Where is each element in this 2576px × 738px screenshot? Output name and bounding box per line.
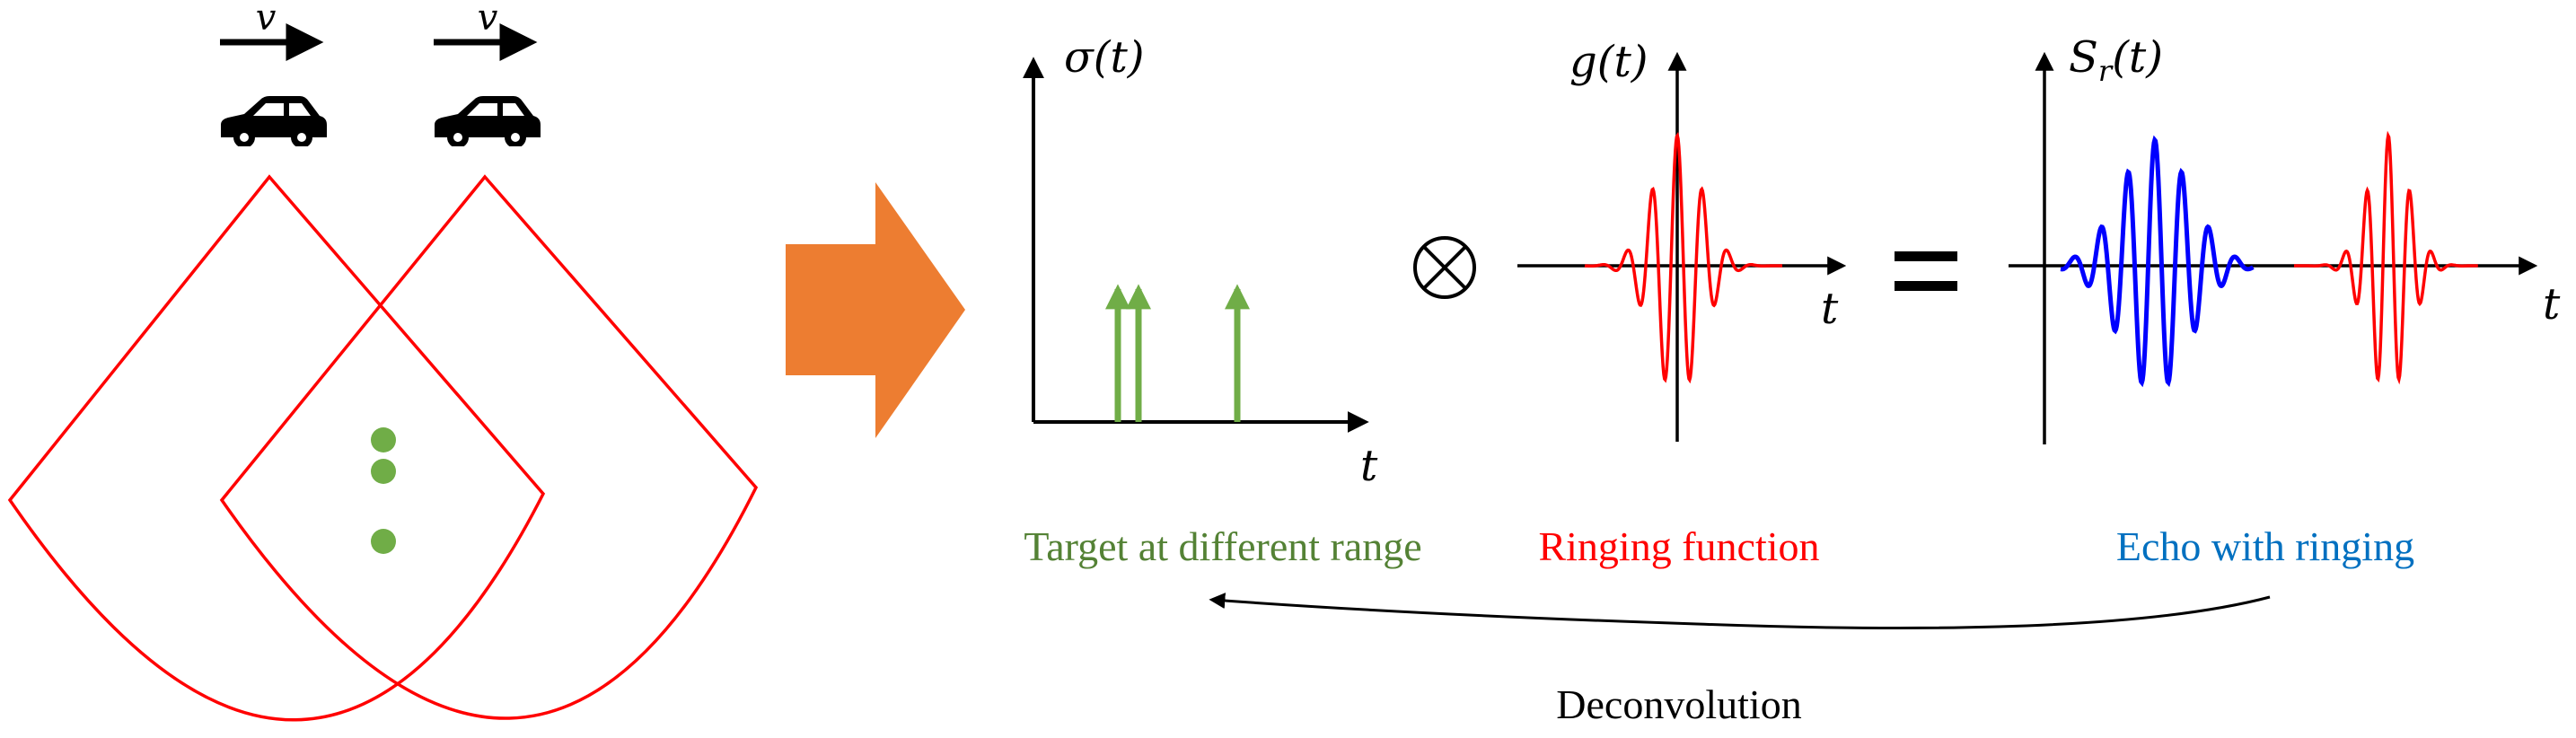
caption-target: Target at different range — [1024, 523, 1421, 569]
sigma-plot: σ(t) t — [1023, 32, 1378, 491]
car-icon — [435, 96, 541, 146]
target-point — [371, 459, 396, 484]
sigma-x-label: t — [1360, 441, 1378, 491]
car-left: v — [220, 0, 327, 146]
echo-waveform — [2060, 135, 2255, 388]
ringing-waveform — [1584, 132, 1782, 384]
radar-scene: v v — [7, 0, 759, 722]
echo-y-label: Sr(t) — [2069, 32, 2163, 88]
car-icon — [221, 96, 327, 146]
echo-x-label: t — [2543, 279, 2561, 329]
caption-echo: Echo with ringing — [2116, 523, 2414, 569]
target-point — [371, 427, 396, 452]
ringing-y-label: g(t) — [1569, 37, 1648, 87]
radar-beam-left — [7, 174, 546, 722]
circled-times-icon — [1413, 236, 1476, 299]
radar-beam-right — [219, 174, 759, 720]
echo-ringing-waveform — [2294, 130, 2478, 385]
deconvolution-arrow — [1209, 593, 2271, 630]
equals-icon — [1895, 251, 1957, 291]
velocity-label-right: v — [478, 0, 498, 39]
ringing-plot: g(t) t — [1517, 37, 1847, 442]
car-right: v — [434, 0, 541, 146]
ringing-x-label: t — [1821, 284, 1839, 334]
echo-plot: Sr(t) t — [2009, 32, 2561, 444]
block-right-arrow-icon — [786, 182, 965, 438]
target-point — [371, 529, 396, 554]
velocity-label-left: v — [256, 0, 277, 39]
sigma-y-label: σ(t) — [1064, 32, 1145, 83]
caption-ringing: Ringing function — [1538, 523, 1819, 569]
caption-deconvolution: Deconvolution — [1556, 681, 1801, 727]
